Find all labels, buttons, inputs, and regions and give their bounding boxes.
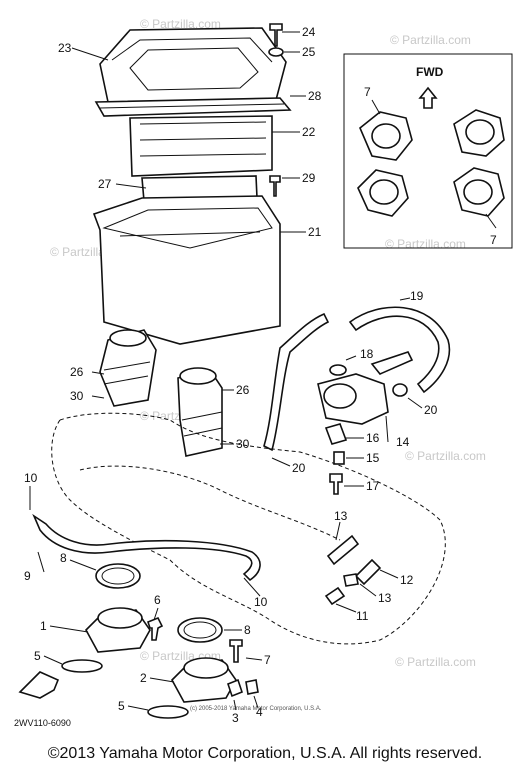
callout-15: 15 (366, 451, 380, 465)
screw (147, 616, 164, 641)
callout-5-bottom: 5 (118, 699, 125, 713)
lower-hoses (32, 513, 382, 606)
grommet (329, 364, 347, 376)
hose-and-pump (263, 306, 451, 495)
engine-outline (51, 412, 446, 645)
callout-6: 6 (154, 593, 161, 607)
copyright-footer: ©2013 Yamaha Motor Corporation, U.S.A. A… (47, 745, 483, 762)
callout-9: 9 (24, 569, 31, 583)
callout-30-right: 30 (236, 437, 250, 451)
callout-19: 19 (410, 289, 424, 303)
hose (326, 534, 360, 566)
joint-right-bottom (453, 167, 505, 217)
callout-8-bottom: 8 (244, 623, 251, 637)
intake-boots (99, 329, 223, 457)
gasket (94, 97, 292, 117)
watermark: © Partzilla.com (140, 17, 221, 31)
callout-18: 18 (360, 347, 374, 361)
joint-right-top (453, 109, 505, 157)
intake-boot (99, 329, 157, 407)
callout-26-left: 26 (70, 365, 84, 379)
washer (268, 47, 284, 57)
callout-7-inset-bottom: 7 (490, 233, 497, 247)
damper (324, 423, 348, 445)
hose (348, 306, 451, 394)
fwd-arrow-lower (18, 671, 60, 699)
fwd-label: FWD (416, 65, 444, 79)
callout-13-bottom: 13 (378, 591, 392, 605)
air-box-assembly (92, 23, 292, 345)
callout-14: 14 (396, 435, 410, 449)
callout-7-bottom: 7 (264, 653, 271, 667)
callout-8-top: 8 (60, 551, 67, 565)
screw (269, 175, 281, 197)
small-copyright: (c) 2005-2018 Yamaha Motor Corporation, … (190, 706, 322, 712)
callout-10-bottom: 10 (254, 595, 268, 609)
watermark: © Partzilla.com (390, 33, 471, 47)
callout-17: 17 (366, 479, 380, 493)
hose (32, 513, 261, 582)
bolt (269, 23, 283, 47)
callout-26-right: 26 (236, 383, 250, 397)
hose (354, 558, 382, 586)
o-ring (61, 659, 103, 673)
fitting (324, 586, 346, 606)
bolt (329, 473, 343, 495)
cap (227, 678, 243, 698)
air-box-case (92, 195, 281, 345)
pump-bracket (370, 351, 414, 375)
callout-3: 3 (232, 711, 239, 725)
joint (343, 573, 359, 587)
bolt (229, 639, 243, 663)
o-ring (147, 705, 189, 719)
callout-1: 1 (40, 619, 47, 633)
callout-27: 27 (98, 177, 112, 191)
callout-12: 12 (400, 573, 414, 587)
callouts: 23 24 25 28 22 27 29 21 7 7 19 18 26 30 … (24, 25, 497, 725)
callout-22: 22 (302, 125, 316, 139)
air-filter-element (129, 115, 273, 177)
callout-30-left: 30 (70, 389, 84, 403)
callout-10-top: 10 (24, 471, 38, 485)
callout-2: 2 (140, 671, 147, 685)
joint-left-top (359, 111, 413, 161)
carb-joints (18, 563, 259, 719)
callout-29: 29 (302, 171, 316, 185)
callout-23: 23 (58, 41, 72, 55)
diagram-code: 2WV110-6090 (14, 718, 71, 728)
clip (245, 679, 259, 695)
callout-24: 24 (302, 25, 316, 39)
callout-20-pump: 20 (424, 403, 438, 417)
callout-5-top: 5 (34, 649, 41, 663)
callout-21: 21 (308, 225, 322, 239)
callout-28: 28 (308, 89, 322, 103)
collar (333, 451, 345, 465)
callout-20-hose: 20 (292, 461, 306, 475)
callout-7-inset-top: 7 (364, 85, 371, 99)
callout-4: 4 (256, 705, 263, 719)
watermarks: © Partzilla.com © Partzilla.com © Partzi… (50, 17, 486, 669)
watermark: © Partzilla.com (395, 655, 476, 669)
clip (392, 383, 408, 397)
fwd-arrow (418, 86, 438, 109)
watermark: © Partzilla.com (385, 237, 466, 251)
inset-box: FWD (343, 53, 513, 249)
leader-lines (29, 31, 423, 711)
watermark: © Partzilla.com (405, 449, 486, 463)
callout-13-top: 13 (334, 509, 348, 523)
parts-diagram: © Partzilla.com © Partzilla.com © Partzi… (14, 17, 513, 728)
joint-left-bottom (357, 169, 409, 217)
callout-25: 25 (302, 45, 316, 59)
callout-11: 11 (356, 609, 369, 623)
hose (263, 312, 330, 452)
callout-16: 16 (366, 431, 380, 445)
